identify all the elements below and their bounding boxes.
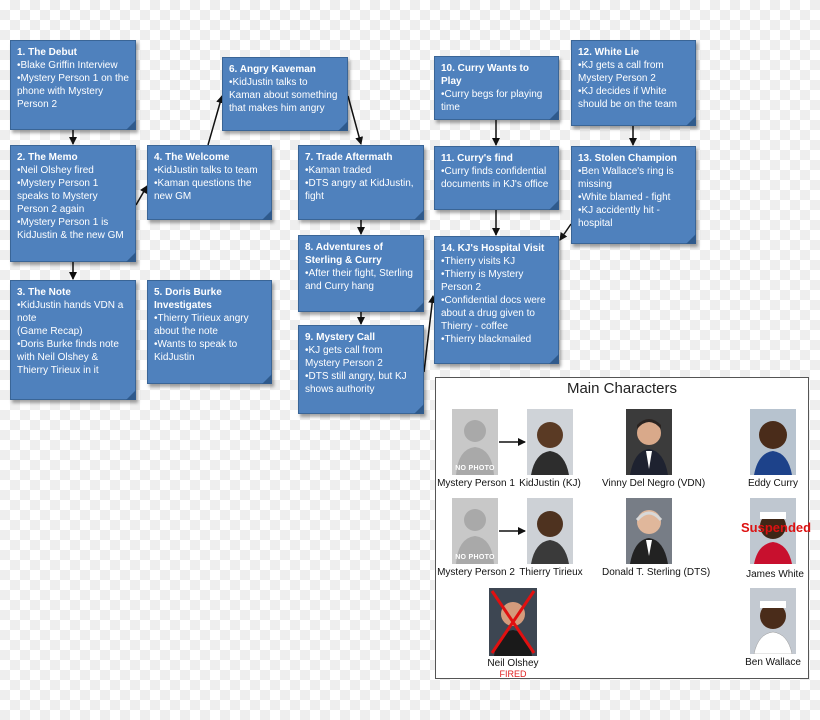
event-title: 3. The Note — [17, 287, 71, 298]
event-line: •Neil Olshey fired — [17, 165, 94, 176]
fired-label: FIRED — [499, 669, 527, 679]
man-portrait-icon — [626, 409, 672, 475]
event-title: 4. The Welcome — [154, 152, 230, 163]
event-box-6: 6. Angry Kaveman •KidJustin talks to Kam… — [222, 57, 348, 131]
event-line: •Mystery Person 1 on the phone with Myst… — [17, 73, 129, 110]
player-portrait-icon — [750, 409, 796, 475]
event-line: •KidJustin hands VDN a note — [17, 300, 124, 324]
event-box-5: 5. Doris Burke Investigates •Thierry Tir… — [147, 280, 272, 384]
event-line: •DTS angry at KidJustin, fight — [305, 178, 414, 202]
event-box-10: 10. Curry Wants to Play •Curry begs for … — [434, 56, 559, 120]
suspended-stamp: Suspended — [741, 520, 812, 535]
character-name: Mystery Person 2 — [437, 567, 515, 578]
arrow-13-to-14 — [559, 223, 572, 241]
event-box-8: 8. Adventures of Sterling & Curry •After… — [298, 235, 424, 312]
event-title: 2. The Memo — [17, 152, 78, 163]
arrow-9-to-14 — [423, 295, 437, 373]
event-title: 8. Adventures of Sterling & Curry — [305, 242, 383, 266]
no-photo-placeholder-icon: NO PHOTO — [452, 498, 498, 564]
event-title: 6. Angry Kaveman — [229, 64, 316, 75]
character-name: Donald T. Sterling (DTS) — [602, 567, 711, 578]
event-box-12: 12. White Lie •KJ gets a call from Myste… — [571, 40, 696, 126]
main-characters-panel: Main Characters NO PHOTO Mystery Person … — [435, 377, 812, 679]
event-line: •KidJustin talks to Kaman about somethin… — [229, 77, 338, 114]
event-line: •KidJustin talks to team — [154, 165, 258, 176]
event-box-14: 14. KJ's Hospital Visit •Thierry visits … — [434, 236, 559, 364]
event-line: (Game Recap) — [17, 326, 83, 337]
event-line: •Curry begs for playing time — [441, 89, 543, 113]
event-title: 5. Doris Burke Investigates — [154, 287, 222, 311]
event-box-13: 13. Stolen Champion •Ben Wallace's ring … — [571, 146, 696, 244]
event-line: •Confidential docs were about a drug giv… — [441, 295, 546, 332]
event-line: •Kaman questions the new GM — [154, 178, 252, 202]
character-name: Eddy Curry — [747, 478, 798, 489]
event-title: 1. The Debut — [17, 47, 78, 58]
event-line: •Kaman traded — [305, 165, 372, 176]
event-line: •White blamed - fight — [578, 192, 671, 203]
event-title: 13. Stolen Champion — [578, 153, 677, 164]
event-line: •Mystery Person 1 is KidJustin & the new… — [17, 217, 124, 241]
event-line: •Blake Griffin Interview — [17, 60, 118, 71]
player-portrait-icon — [750, 498, 796, 564]
event-line: •Wants to speak to KidJustin — [154, 339, 238, 363]
event-line: •KJ accidently hit - hospital — [578, 205, 660, 229]
character-name: Vinny Del Negro (VDN) — [602, 478, 706, 489]
arrow-4-to-6 — [207, 95, 224, 146]
event-box-7: 7. Trade Aftermath •Kaman traded •DTS an… — [298, 145, 424, 220]
arrow-2-to-4 — [135, 185, 148, 206]
event-box-3: 3. The Note •KidJustin hands VDN a note … — [10, 280, 136, 400]
event-line: •Mystery Person 1 speaks to Mystery Pers… — [17, 178, 99, 215]
character-name: Mystery Person 1 — [437, 478, 515, 489]
event-line: •Thierry is Mystery Person 2 — [441, 269, 524, 293]
player-portrait-icon — [527, 409, 573, 475]
event-line: •Thierry Tirieux angry about the note — [154, 313, 249, 337]
event-box-11: 11. Curry's find •Curry finds confidenti… — [434, 146, 559, 210]
event-title: 10. Curry Wants to Play — [441, 63, 529, 87]
no-photo-label: NO PHOTO — [455, 465, 495, 472]
player-portrait-icon — [750, 588, 796, 654]
arrow-6-to-7 — [347, 95, 364, 145]
panel-title: Main Characters — [566, 380, 678, 397]
event-box-1: 1. The Debut •Blake Griffin Interview •M… — [10, 40, 136, 130]
event-title: 11. Curry's find — [441, 153, 513, 164]
no-photo-placeholder-icon: NO PHOTO — [452, 409, 498, 475]
event-line: •Thierry blackmailed — [441, 334, 532, 345]
player-portrait-icon — [527, 498, 573, 564]
event-line: •KJ gets call from Mystery Person 2 — [305, 345, 383, 369]
event-title: 7. Trade Aftermath — [305, 152, 393, 163]
event-title: 12. White Lie — [578, 47, 640, 58]
event-box-9: 9. Mystery Call •KJ gets call from Myste… — [298, 325, 424, 414]
event-line: •KJ gets a call from Mystery Person 2 — [578, 60, 664, 84]
character-name: KidJustin (KJ) — [519, 478, 581, 489]
event-line: •Thierry visits KJ — [441, 256, 516, 267]
event-line: •Doris Burke finds note with Neil Olshey… — [17, 339, 119, 376]
event-box-4: 4. The Welcome •KidJustin talks to team … — [147, 145, 272, 220]
event-box-2: 2. The Memo •Neil Olshey fired •Mystery … — [10, 145, 136, 262]
event-line: •KJ decides if White should be on the te… — [578, 86, 677, 110]
event-title: 9. Mystery Call — [305, 332, 376, 343]
event-line: •After their fight, Sterling and Curry h… — [305, 268, 413, 292]
event-line: •DTS still angry, but KJ shows authority — [305, 371, 407, 395]
event-title: 14. KJ's Hospital Visit — [441, 243, 545, 254]
event-line: •Curry finds confidential documents in K… — [441, 166, 549, 190]
no-photo-label: NO PHOTO — [455, 554, 495, 561]
character-name: James White — [746, 569, 804, 580]
crossed-out-portrait-icon — [489, 588, 537, 656]
character-name: Ben Wallace — [745, 657, 801, 668]
character-name: Thierry Tirieux — [519, 567, 583, 578]
character-name: Neil Olshey — [487, 658, 539, 669]
event-line: •Ben Wallace's ring is missing — [578, 166, 674, 190]
man-portrait-icon — [626, 498, 672, 564]
